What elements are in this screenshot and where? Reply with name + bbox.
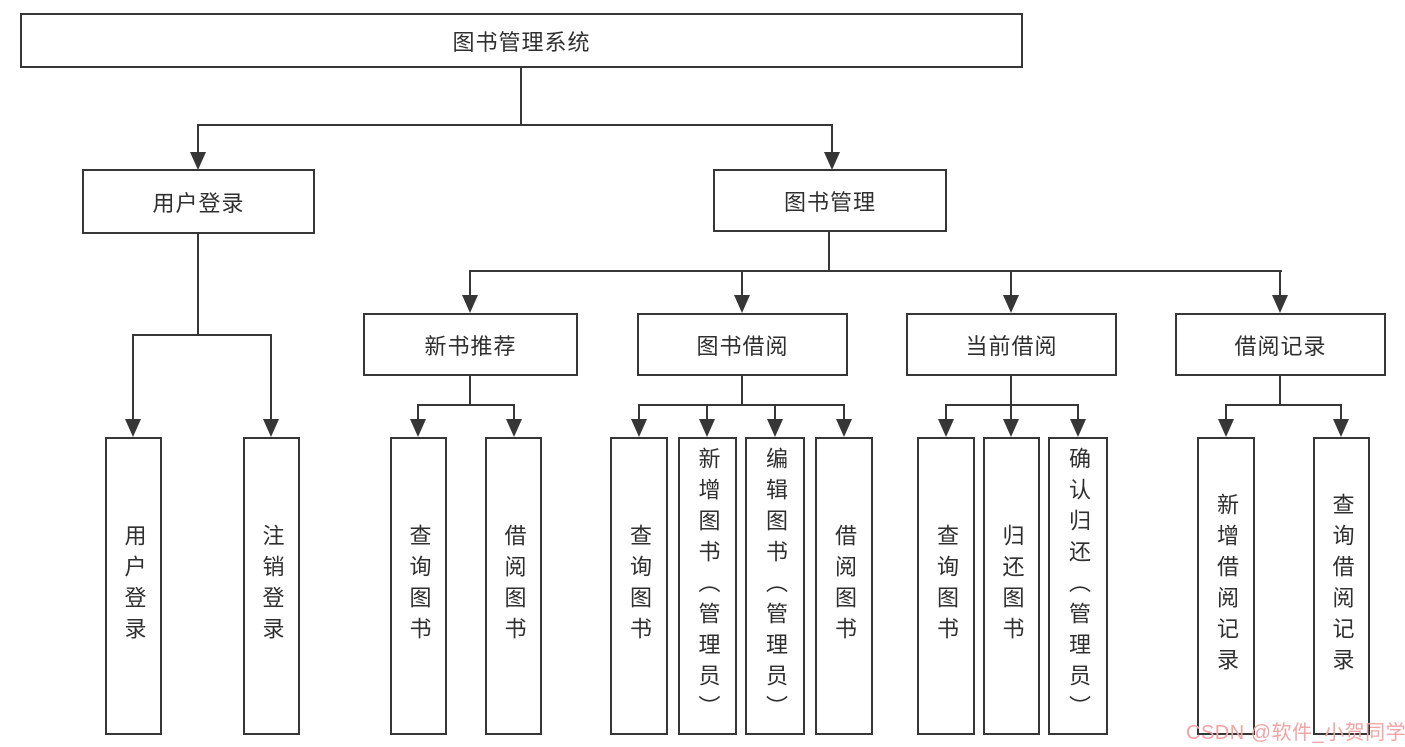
connector-vline bbox=[1225, 404, 1227, 421]
node-book-borrow: 图书借阅 bbox=[637, 313, 848, 376]
leaf-query-book-current: 查询图书 bbox=[917, 437, 975, 735]
arrow-down-icon bbox=[824, 152, 840, 170]
connector-hline bbox=[132, 334, 272, 336]
connector-vline bbox=[417, 404, 419, 421]
connector-vline bbox=[1010, 404, 1012, 421]
arrow-down-icon bbox=[699, 419, 715, 437]
node-borrow-records: 借阅记录 bbox=[1175, 313, 1386, 376]
node-label: 查询图书 bbox=[934, 524, 959, 648]
connector-vline bbox=[520, 68, 522, 126]
leaf-query-book-recommend: 查询图书 bbox=[390, 437, 447, 735]
node-label: 归还图书 bbox=[999, 524, 1025, 648]
connector-vline bbox=[513, 404, 515, 421]
arrow-down-icon bbox=[125, 419, 141, 437]
node-library-system: 图书管理系统 bbox=[20, 13, 1023, 68]
arrow-down-icon bbox=[1070, 419, 1086, 437]
arrow-down-icon bbox=[734, 295, 750, 313]
node-label: 查询图书 bbox=[627, 524, 652, 648]
connector-hline bbox=[417, 404, 515, 406]
leaf-logout: 注销登录 bbox=[243, 437, 300, 735]
connector-vline bbox=[1279, 376, 1281, 406]
connector-hline bbox=[638, 404, 845, 406]
connector-hline bbox=[945, 404, 1079, 406]
connector-vline bbox=[1010, 270, 1012, 297]
node-label: 查询图书 bbox=[406, 524, 432, 648]
connector-vline bbox=[197, 232, 199, 336]
leaf-add-book-admin: 新增图书（管理员） bbox=[678, 437, 737, 735]
leaf-borrow-book: 借阅图书 bbox=[815, 437, 873, 735]
node-label: 借阅图书 bbox=[501, 524, 527, 648]
arrow-down-icon bbox=[462, 295, 478, 313]
connector-vline bbox=[469, 270, 471, 297]
connector-vline bbox=[270, 334, 272, 420]
connector-hline bbox=[197, 124, 833, 126]
node-label: 注销登录 bbox=[259, 524, 285, 648]
leaf-user-login: 用户登录 bbox=[105, 437, 162, 735]
arrow-down-icon bbox=[1333, 419, 1349, 437]
node-user-login: 用户登录 bbox=[82, 169, 315, 234]
node-label: 图书借阅 bbox=[696, 333, 789, 359]
arrow-down-icon bbox=[1272, 295, 1288, 313]
node-label: 查询借阅记录 bbox=[1329, 493, 1355, 679]
connector-vline bbox=[741, 376, 743, 406]
node-label: 借阅记录 bbox=[1234, 333, 1327, 359]
node-label: 新增图书（管理员） bbox=[695, 446, 721, 726]
connector-vline bbox=[843, 404, 845, 421]
leaf-borrow-book-recommend: 借阅图书 bbox=[485, 437, 542, 735]
connector-vline bbox=[1279, 270, 1281, 297]
node-label: 新增借阅记录 bbox=[1214, 493, 1239, 679]
arrow-down-icon bbox=[263, 419, 279, 437]
node-label: 确认归还（管理员） bbox=[1066, 446, 1091, 726]
connector-vline bbox=[828, 232, 830, 272]
node-label: 编辑图书（管理员） bbox=[763, 446, 788, 726]
leaf-return-book: 归还图书 bbox=[983, 437, 1040, 735]
connector-vline bbox=[132, 334, 134, 420]
arrow-down-icon bbox=[1003, 419, 1019, 437]
connector-vline bbox=[197, 124, 199, 154]
arrow-down-icon bbox=[938, 419, 954, 437]
arrow-down-icon bbox=[410, 419, 426, 437]
connector-vline bbox=[741, 270, 743, 297]
node-label: 图书管理 bbox=[783, 189, 876, 215]
leaf-query-book-borrow: 查询图书 bbox=[610, 437, 668, 735]
connector-vline bbox=[831, 124, 833, 154]
connector-vline bbox=[706, 404, 708, 421]
connector-vline bbox=[945, 404, 947, 421]
arrow-down-icon bbox=[1218, 419, 1234, 437]
connector-vline bbox=[469, 376, 471, 406]
node-label: 图书管理系统 bbox=[452, 29, 591, 55]
arrow-down-icon bbox=[506, 419, 522, 437]
node-label: 当前借阅 bbox=[965, 333, 1058, 359]
leaf-edit-book-admin: 编辑图书（管理员） bbox=[745, 437, 805, 735]
leaf-query-borrow-record: 查询借阅记录 bbox=[1313, 437, 1370, 735]
node-label: 用户登录 bbox=[121, 524, 147, 648]
node-label: 新书推荐 bbox=[424, 333, 517, 359]
node-label: 借阅图书 bbox=[832, 524, 857, 648]
csdn-watermark: CSDN @软件_小贺同学 bbox=[1186, 722, 1405, 744]
connector-hline bbox=[1225, 404, 1342, 406]
leaf-confirm-return-admin: 确认归还（管理员） bbox=[1048, 437, 1108, 735]
connector-vline bbox=[638, 404, 640, 421]
connector-vline bbox=[1340, 404, 1342, 421]
node-current-borrow: 当前借阅 bbox=[906, 313, 1117, 376]
node-label: 用户登录 bbox=[152, 190, 245, 216]
connector-hline bbox=[469, 270, 1282, 272]
node-new-book-recommend: 新书推荐 bbox=[363, 313, 578, 376]
connector-vline bbox=[1077, 404, 1079, 421]
connector-vline bbox=[1010, 376, 1012, 406]
arrow-down-icon bbox=[836, 419, 852, 437]
arrow-down-icon bbox=[767, 419, 783, 437]
connector-vline bbox=[774, 404, 776, 421]
arrow-down-icon bbox=[190, 152, 206, 170]
node-book-management: 图书管理 bbox=[713, 169, 947, 232]
leaf-add-borrow-record: 新增借阅记录 bbox=[1197, 437, 1255, 735]
arrow-down-icon bbox=[631, 419, 647, 437]
arrow-down-icon bbox=[1003, 295, 1019, 313]
